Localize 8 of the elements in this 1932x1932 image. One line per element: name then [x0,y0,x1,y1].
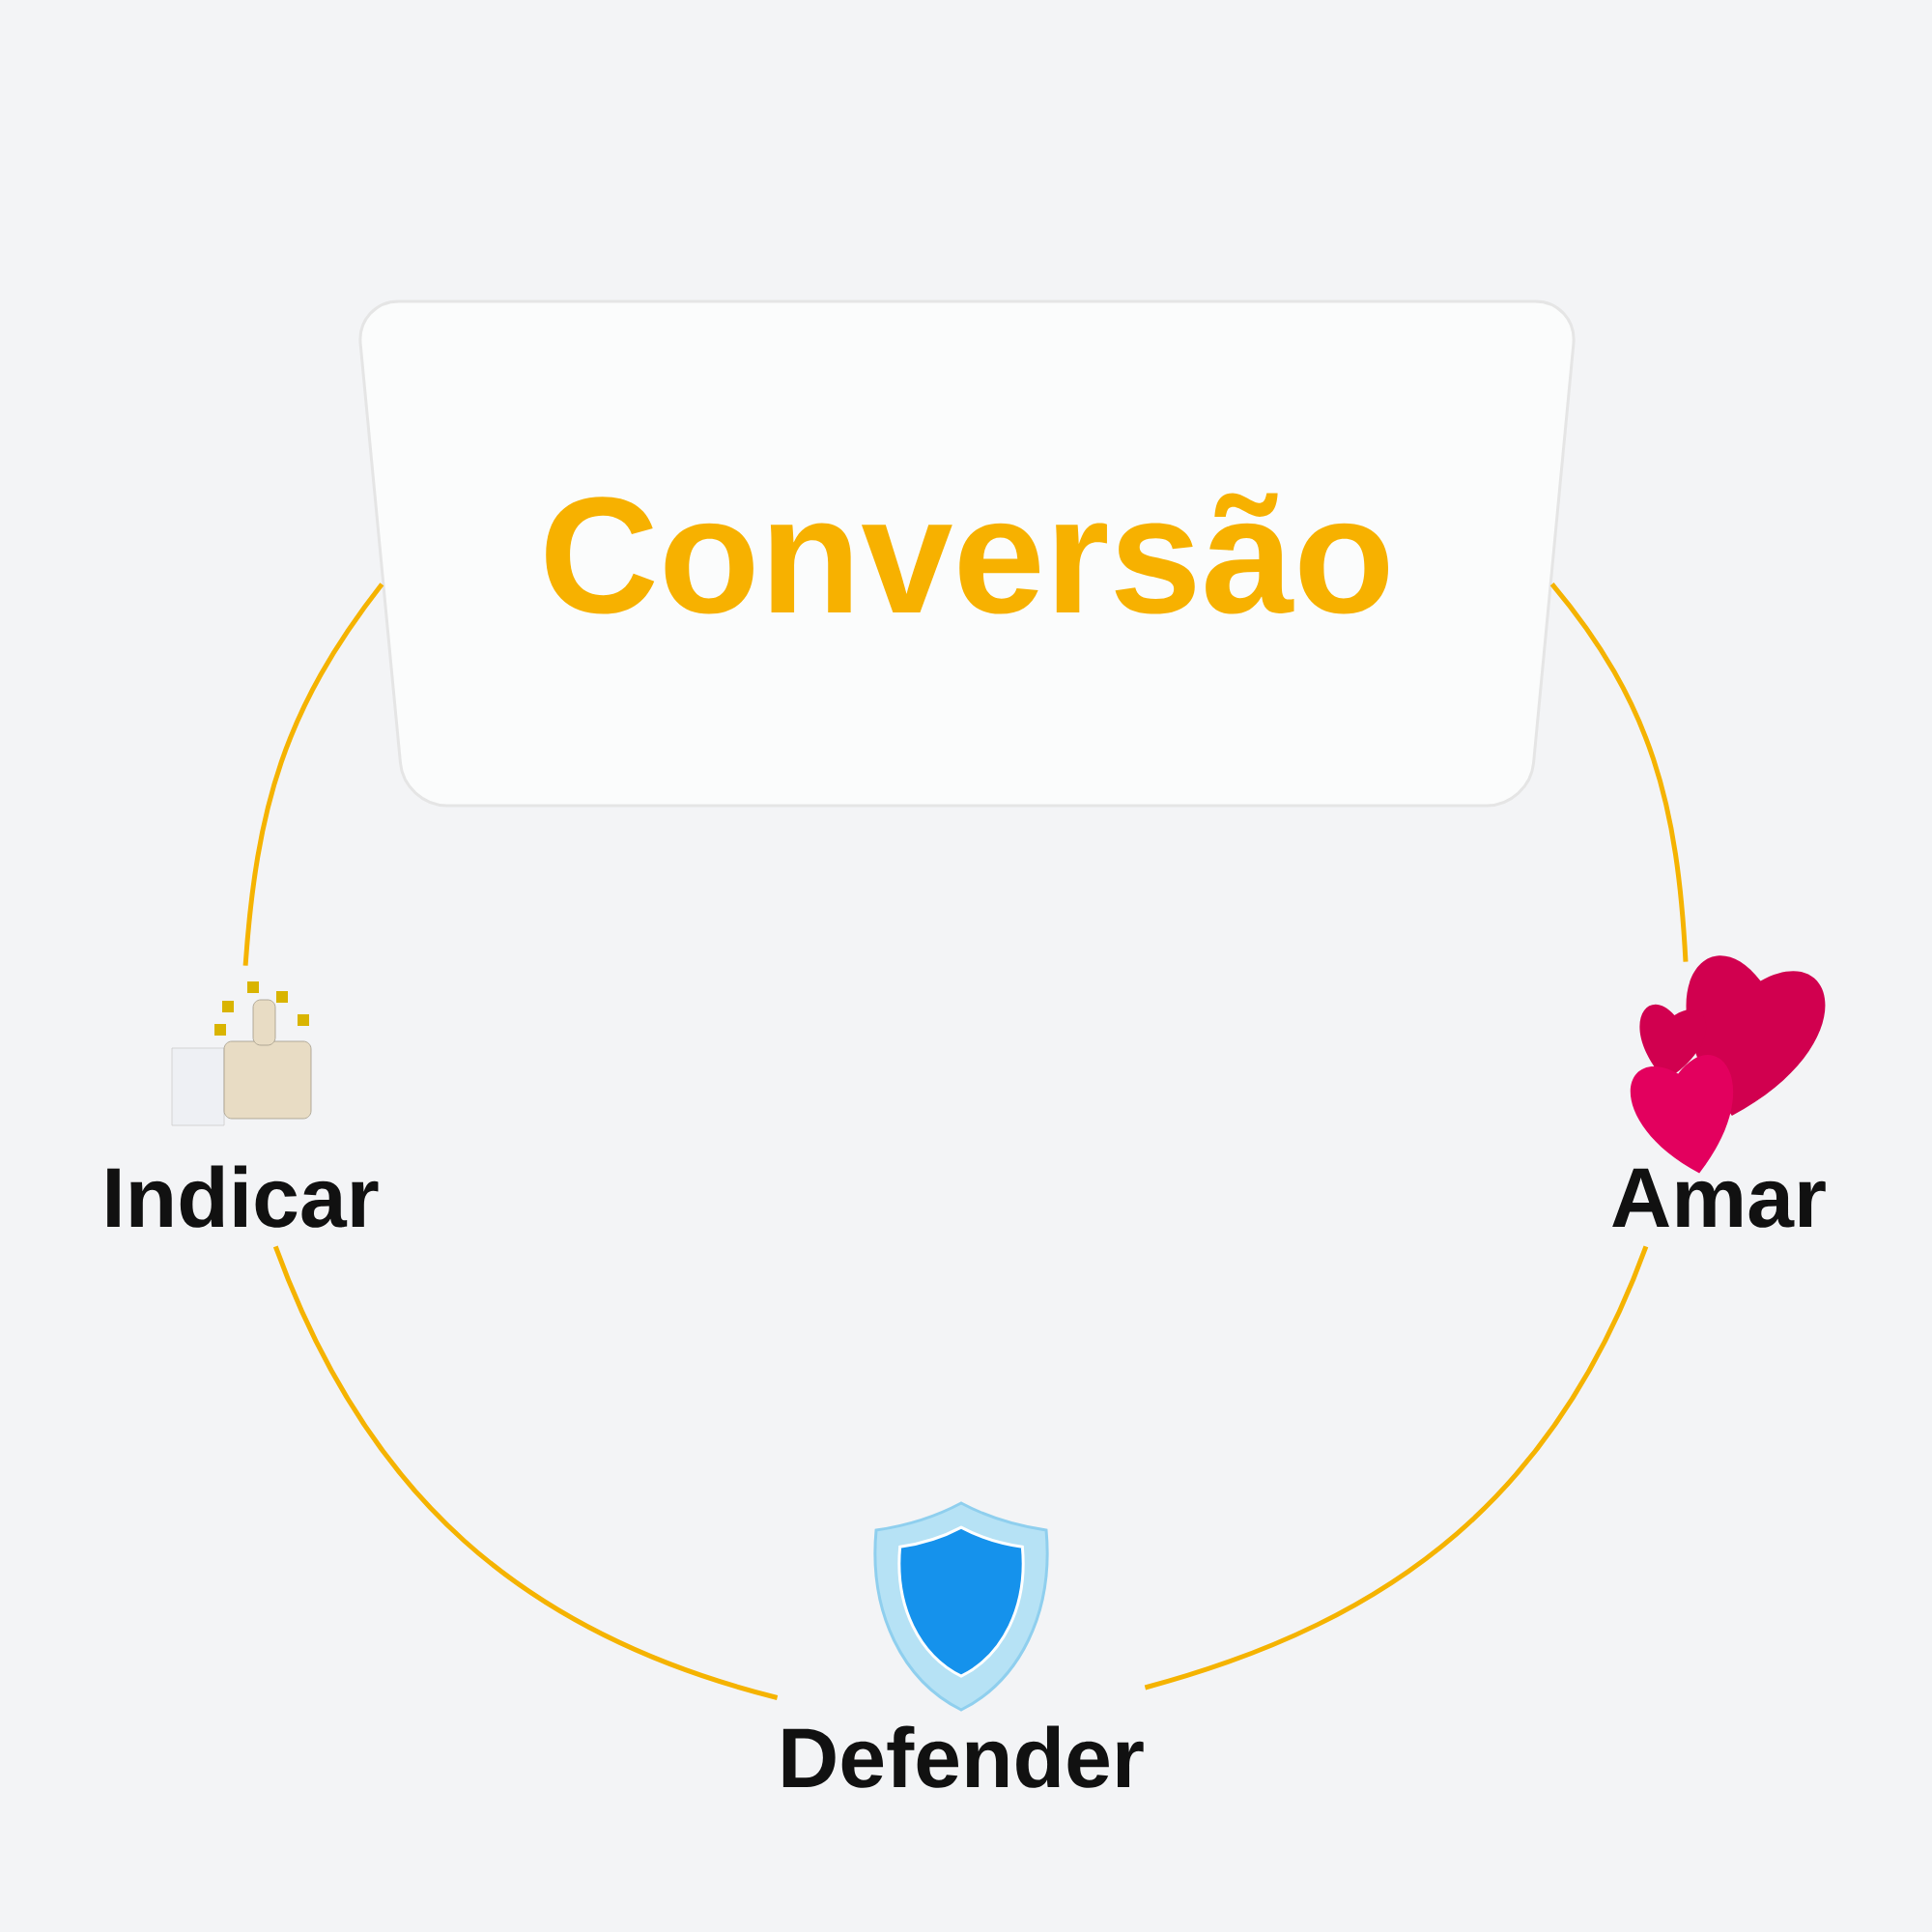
step-label: Defender [782,1725,1144,1788]
step-label: Amar [1612,1168,1826,1228]
connector-arc [272,1245,779,1700]
connector-arc [1144,1245,1649,1690]
step-label: Indicar [107,1165,379,1228]
title-banner: Conversão [358,299,1576,808]
connector-arc [242,582,384,966]
connector-arc [1549,582,1689,962]
